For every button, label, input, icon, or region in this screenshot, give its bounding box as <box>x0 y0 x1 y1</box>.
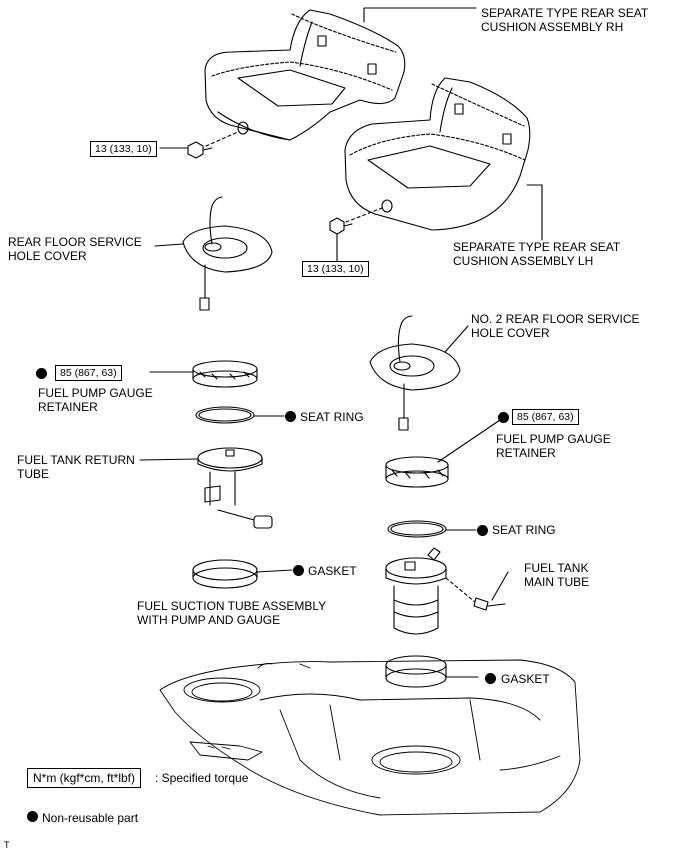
legend-torque-unit-box: N*m (kgf*cm, ft*lbf) <box>27 768 142 788</box>
nonreusable-dot-seat-ring-left <box>285 411 296 422</box>
label-retainer-left-line1: FUEL PUMP GAUGE <box>38 386 153 400</box>
torque-box-bolt-lh: 13 (133, 10) <box>302 261 369 277</box>
rear-floor-service-hole-cover <box>154 196 273 311</box>
nonreusable-dot-gasket-right <box>485 673 496 684</box>
nonreusable-dot-seat-ring-right <box>477 525 488 536</box>
label-seat-rh-line2: CUSHION ASSEMBLY RH <box>481 20 624 34</box>
label-no2-cover-line2: HOLE COVER <box>471 326 550 340</box>
label-return-tube-line1: FUEL TANK RETURN <box>17 453 135 467</box>
torque-box-bolt-rh: 13 (133, 10) <box>90 141 157 157</box>
torque-box-retainer-right: 85 (867, 63) <box>512 409 579 425</box>
retainer-left <box>149 360 258 388</box>
seat-ring-right <box>387 520 477 538</box>
legend-nonreusable-desc: Non-reusable part <box>42 811 139 825</box>
fuel-tank <box>159 659 581 816</box>
label-retainer-right-line2: RETAINER <box>496 446 556 460</box>
label-gasket-right: GASKET <box>501 672 550 686</box>
label-main-tube-line2: MAIN TUBE <box>524 575 590 589</box>
seat-cushion-lh <box>344 77 531 231</box>
nonreusable-dot-retainer-right <box>498 412 509 423</box>
fuel-tank-return-tube <box>139 447 273 529</box>
label-seat-lh-line2: CUSHION ASSEMBLY LH <box>453 254 594 268</box>
retainer-right <box>385 419 501 488</box>
label-seat-ring-left: SEAT RING <box>300 410 364 424</box>
bolt-rh <box>159 121 249 159</box>
seat-ring-left <box>195 406 285 424</box>
nonreusable-dot-retainer-left <box>36 368 47 379</box>
gasket-right <box>385 655 479 688</box>
corner-mark: T <box>4 840 10 850</box>
label-seat-lh-line1: SEPARATE TYPE REAR SEAT <box>453 240 621 254</box>
gasket-left <box>192 559 293 589</box>
label-retainer-left-line2: RETAINER <box>38 400 98 414</box>
label-rear-floor-cover-line1: REAR FLOOR SERVICE <box>8 235 142 249</box>
label-return-tube-line2: TUBE <box>17 467 50 481</box>
label-suction-line1: FUEL SUCTION TUBE ASSEMBLY <box>137 599 327 613</box>
fuel-suction-tube-assembly <box>385 547 509 635</box>
bolt-lh <box>329 207 383 263</box>
label-suction-line2: WITH PUMP AND GAUGE <box>137 613 281 627</box>
label-main-tube-line1: FUEL TANK <box>524 561 589 575</box>
legend-torque-desc: : Specified torque <box>155 771 249 785</box>
seat-cushion-rh <box>204 9 406 141</box>
label-retainer-right-line1: FUEL PUMP GAUGE <box>496 432 611 446</box>
torque-box-retainer-left: 85 (867, 63) <box>55 365 122 381</box>
label-seat-rh-line1: SEPARATE TYPE REAR SEAT <box>481 6 649 20</box>
nonreusable-dot-gasket-left <box>293 565 304 576</box>
label-seat-ring-right: SEAT RING <box>492 523 556 537</box>
legend-nonreusable-dot <box>27 811 38 822</box>
label-no2-cover-line1: NO. 2 REAR FLOOR SERVICE <box>471 312 640 326</box>
label-gasket-left: GASKET <box>308 564 357 578</box>
no2-rear-floor-service-hole-cover <box>369 315 469 431</box>
label-rear-floor-cover-line2: HOLE COVER <box>8 249 87 263</box>
